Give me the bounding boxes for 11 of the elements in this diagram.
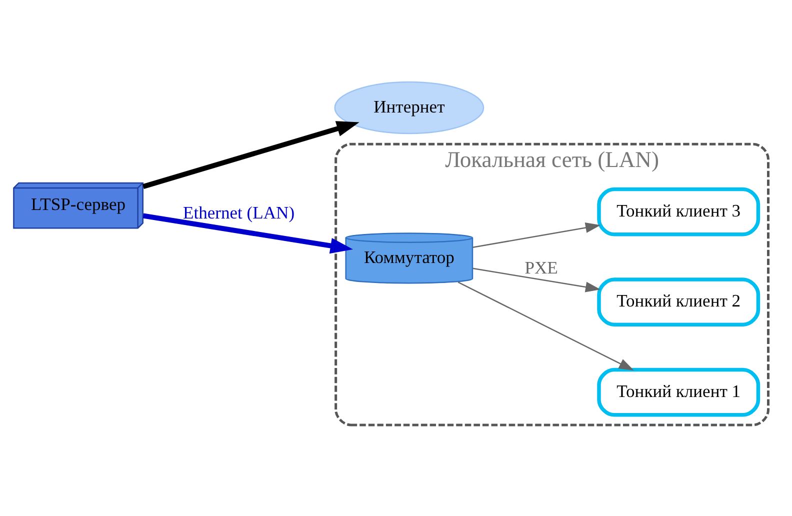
node-ellipse: Интернет [334,80,484,134]
edge-label: Ethernet (LAN) [182,202,295,222]
edge-label: PXE [524,256,558,277]
arrow [458,281,634,370]
arrow [472,222,601,248]
arrow [142,212,353,254]
arrow [472,267,601,292]
node-box: Тонкий клиент 2 [597,277,760,326]
arrow [142,120,360,188]
node-box: Тонкий клиент 1 [597,367,760,416]
node-box: Тонкий клиент 3 [597,186,760,236]
